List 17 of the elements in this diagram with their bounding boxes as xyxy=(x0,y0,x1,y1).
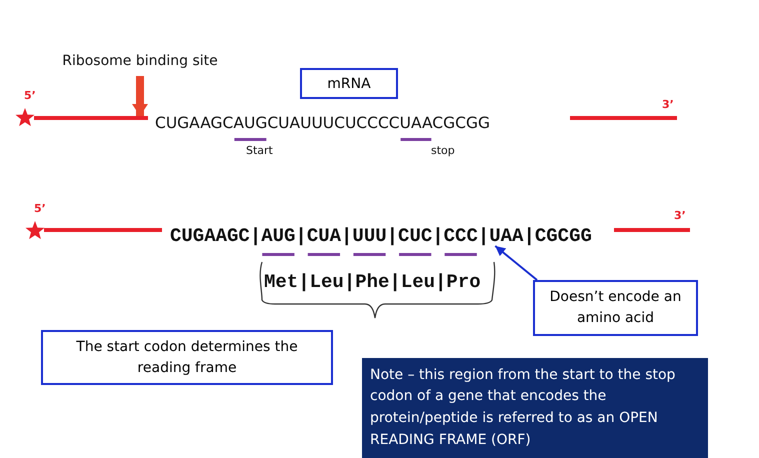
amino-acid-sequence: Met|Leu|Phe|Leu|Pro xyxy=(264,273,481,292)
arrow xyxy=(494,245,538,281)
title-box: mRNA xyxy=(300,68,398,99)
sequence-text: CUGAAGC|AUG|CUA|UUU|CUC|CCC|UAA|CGCGG xyxy=(170,227,592,246)
end-label: 5’ xyxy=(24,90,36,101)
end-label: 3’ xyxy=(674,210,686,221)
sequence-text: CUGAAGCAUGCUAUUUCUCCCCUAACGCGG xyxy=(155,116,490,132)
callout-box: Doesn’t encode an amino acid xyxy=(533,280,698,336)
annotation-text: Ribosome binding site xyxy=(50,50,230,72)
end-label: 5’ xyxy=(34,203,46,214)
arrow xyxy=(132,76,148,116)
codon-label: Start xyxy=(246,145,273,156)
end-label: 3’ xyxy=(662,99,674,110)
codon-label: stop xyxy=(431,145,455,156)
mrna-strand xyxy=(34,116,148,120)
callout-box: The start codon determines the reading frame xyxy=(41,330,333,385)
note-box: Note – this region from the start to the stop codon of a gene that encodes the protein/peptide is referred to as an OPEN READING FRAME (ORF) xyxy=(362,358,708,458)
